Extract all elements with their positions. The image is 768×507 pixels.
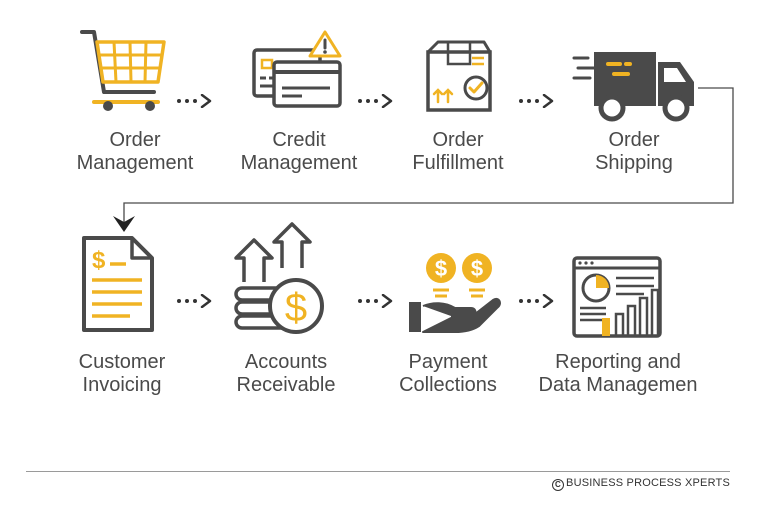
svg-text:$: $ — [471, 256, 483, 281]
flow-arrow-5 — [358, 294, 393, 308]
flow-arrow-3 — [519, 94, 554, 108]
hand-coins-icon: $ $ — [409, 253, 501, 333]
credit-card-warning-icon — [252, 30, 342, 108]
coins-growth-icon: $ — [234, 222, 324, 334]
flow-arrow-4 — [177, 294, 212, 308]
svg-text:$: $ — [285, 286, 307, 330]
svg-text:$: $ — [435, 256, 447, 281]
shopping-cart-icon — [80, 30, 166, 111]
flow-arrow-6 — [519, 294, 554, 308]
flow-arrow-1 — [177, 94, 212, 108]
footer-company-name: BUSINESS PROCESS XPERTS — [566, 477, 730, 489]
copyright-icon: C — [552, 479, 565, 491]
connector-arrowhead — [113, 216, 135, 232]
flow-arrow-2 — [358, 94, 393, 108]
svg-text:$: $ — [92, 247, 106, 274]
delivery-truck-icon — [572, 52, 694, 122]
dashboard-report-icon — [572, 256, 662, 338]
footer-divider — [26, 471, 730, 472]
package-box-icon — [426, 40, 492, 112]
invoice-document-icon: $ — [82, 236, 154, 332]
